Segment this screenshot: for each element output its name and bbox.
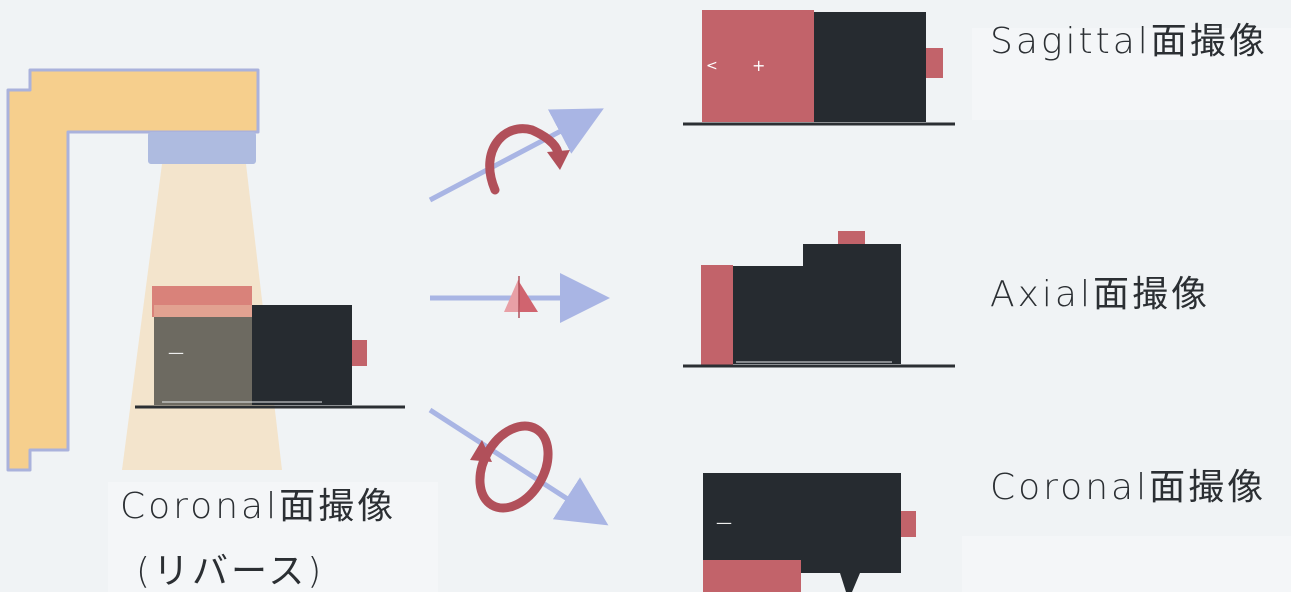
device-side-button — [926, 48, 943, 78]
device-sagittal: < + — [683, 10, 955, 126]
device-body — [733, 266, 901, 364]
plus-mark: + — [752, 56, 765, 75]
axial-axis — [430, 273, 610, 323]
device-stand — [840, 573, 860, 592]
coronal-axis-arrow — [428, 407, 609, 526]
device-side-button — [352, 340, 367, 366]
device-coronal: — — [703, 473, 916, 592]
sagittal-rotation-arrowhead — [547, 150, 570, 170]
label-coronal-reverse-sub: (リバース) — [136, 551, 325, 592]
sagittal-axis-arrow — [428, 108, 604, 203]
device-reverse: — — [135, 286, 405, 409]
label-coronal: Coronal面撮像 — [990, 467, 1267, 508]
label-coronal-reverse: Coronal面撮像 — [120, 486, 397, 527]
minus-mark: — — [168, 343, 184, 362]
axial-rotation-marker-dark — [518, 280, 538, 312]
device-body — [154, 305, 352, 405]
minus-mark: — — [716, 513, 732, 532]
device-side-button — [901, 511, 916, 537]
arrow-left-mark: < — [706, 58, 718, 74]
sagittal-rotation-arrow — [485, 124, 563, 195]
c-arm-body — [6, 68, 260, 472]
coronal-rotation-arrowhead — [470, 440, 492, 462]
c-arm-scanner — [6, 68, 282, 472]
detector-panel — [148, 132, 256, 164]
label-panel-coronal — [962, 536, 1291, 592]
device-red-block — [152, 286, 252, 317]
device-red-side — [701, 265, 733, 365]
label-panel-reverse — [108, 482, 438, 592]
label-panel-sagittal — [972, 28, 1291, 120]
device-body — [813, 12, 926, 122]
coronal-axis — [428, 407, 609, 526]
device-body — [703, 473, 901, 573]
sagittal-axis — [428, 108, 604, 203]
coronal-rotation-ring — [475, 421, 553, 513]
label-sagittal: Sagittal面撮像 — [990, 21, 1268, 62]
device-red-face — [702, 10, 814, 122]
device-top-button — [838, 231, 865, 246]
device-red-block — [703, 560, 801, 592]
beam-overlay — [154, 305, 252, 405]
label-axial: Axial面撮像 — [990, 274, 1210, 315]
device-axial — [683, 231, 955, 368]
